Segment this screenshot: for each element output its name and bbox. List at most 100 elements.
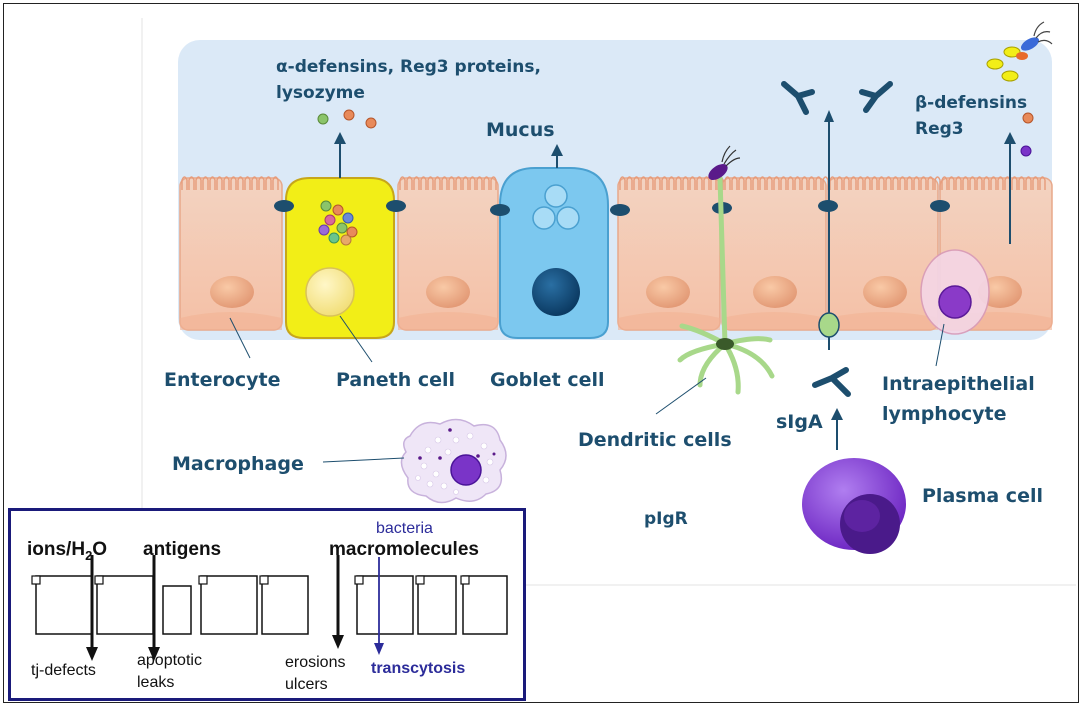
- dendritic-nucleus: [716, 338, 734, 350]
- microvillus: [773, 176, 780, 190]
- microvillus: [997, 176, 1004, 190]
- microvillus: [223, 176, 230, 190]
- microvillus: [406, 176, 413, 190]
- microvillus: [969, 176, 976, 190]
- microvillus: [738, 176, 745, 190]
- leaks-label: leaks: [137, 674, 174, 691]
- microvillus: [413, 176, 420, 190]
- barrier-defect-inset: ions/H2O antigens macromolecules bacteri…: [8, 508, 526, 701]
- inset-arrows: [86, 555, 384, 661]
- intraepithelial-label-2: lymphocyte: [882, 403, 1007, 425]
- reg3-label: Reg3: [915, 119, 964, 139]
- plasma-cell-label: Plasma cell: [922, 485, 1043, 507]
- microvillus: [724, 176, 731, 190]
- microvillus: [490, 176, 497, 190]
- microvillus: [258, 176, 265, 190]
- microvillus: [703, 176, 710, 190]
- mucus-label: Mucus: [486, 119, 555, 141]
- microvillus: [265, 176, 272, 190]
- microvillus: [808, 176, 815, 190]
- microvillus: [633, 176, 640, 190]
- plasma-cell: [802, 458, 906, 554]
- microvillus: [955, 176, 962, 190]
- microvillus: [920, 176, 927, 190]
- microvillus: [689, 176, 696, 190]
- microvillus: [843, 176, 850, 190]
- microvillus: [906, 176, 913, 190]
- microvillus: [448, 176, 455, 190]
- microvillus: [202, 176, 209, 190]
- microvillus: [427, 176, 434, 190]
- beta-defensin-granules: [1020, 112, 1034, 157]
- microvillus: [1011, 176, 1018, 190]
- microvillus: [941, 176, 948, 190]
- figure-frame: [3, 3, 1079, 703]
- microvillus: [668, 176, 675, 190]
- microvillus: [483, 176, 490, 190]
- microvillus: [752, 176, 759, 190]
- microvillus: [420, 176, 427, 190]
- microvillus: [696, 176, 703, 190]
- microvillus: [640, 176, 647, 190]
- leader-lines: [229, 315, 945, 463]
- microvillus: [1039, 176, 1046, 190]
- defensins-label-2: lysozyme: [276, 83, 365, 103]
- microvillus: [913, 176, 920, 190]
- microvillus: [626, 176, 633, 190]
- paneth-cell: [285, 177, 395, 339]
- erosions-label: erosions: [285, 654, 345, 671]
- macromolecules-label: macromolecules: [329, 539, 479, 560]
- microvillus: [850, 176, 857, 190]
- microvillus: [871, 176, 878, 190]
- microvillus: [822, 176, 829, 190]
- goblet-cell: [499, 167, 609, 339]
- microvillus: [399, 176, 406, 190]
- microvillus: [195, 176, 202, 190]
- microvillus: [892, 176, 899, 190]
- microvillus: [766, 176, 773, 190]
- microvillus: [731, 176, 738, 190]
- paneth-cell-label: Paneth cell: [336, 369, 455, 391]
- microvillus: [469, 176, 476, 190]
- siga-transport: [818, 110, 840, 350]
- microvillus: [441, 176, 448, 190]
- microvillus: [476, 176, 483, 190]
- microvillus: [836, 176, 843, 190]
- microvillus: [878, 176, 885, 190]
- microvillus: [1018, 176, 1025, 190]
- microvillus: [209, 176, 216, 190]
- microvillus: [829, 176, 836, 190]
- microvillus: [934, 176, 941, 190]
- macrophage-label: Macrophage: [172, 453, 304, 475]
- enterocyte-label: Enterocyte: [164, 369, 281, 391]
- siga-label: sIgA: [776, 411, 823, 433]
- pigr-label: pIgR: [644, 509, 688, 529]
- defensins-label-1: α-defensins, Reg3 proteins,: [276, 57, 541, 77]
- microvillus: [251, 176, 258, 190]
- microvillus: [619, 176, 626, 190]
- inset-cells: [35, 575, 508, 635]
- epithelium-layer: [179, 177, 1053, 331]
- microvillus: [1032, 176, 1039, 190]
- microvillus: [230, 176, 237, 190]
- microvillus: [990, 176, 997, 190]
- microvillus: [745, 176, 752, 190]
- beta-defensins-label: β-defensins: [915, 93, 1027, 113]
- microvillus: [1025, 176, 1032, 190]
- transcytosis-label: transcytosis: [371, 660, 465, 677]
- microvillus: [237, 176, 244, 190]
- microvillus: [899, 176, 906, 190]
- dendritic-cells-label: Dendritic cells: [578, 429, 732, 451]
- tj-defects-label: tj-defects: [31, 662, 96, 679]
- microvillus: [864, 176, 871, 190]
- antigens-label: antigens: [143, 539, 221, 560]
- intraepithelial-lymphocyte: [920, 249, 990, 335]
- microvillus: [962, 176, 969, 190]
- siga-up-arrow: [831, 408, 843, 450]
- microvillus: [244, 176, 251, 190]
- microvillus: [682, 176, 689, 190]
- microvillus: [759, 176, 766, 190]
- goblet-cell-label: Goblet cell: [490, 369, 605, 391]
- microvillus: [787, 176, 794, 190]
